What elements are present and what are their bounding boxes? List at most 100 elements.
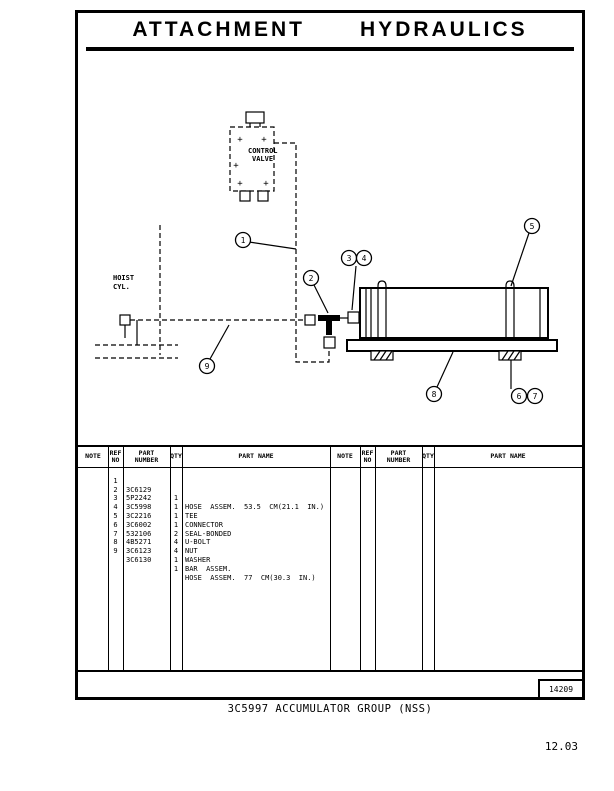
hose-1-line: [274, 142, 330, 363]
header-qty-left: QTY: [170, 452, 182, 461]
nut-washer-right: [498, 350, 522, 361]
header-title-hydraulics: HYDRAULICS: [360, 18, 528, 41]
callout-2: 2: [302, 269, 320, 287]
part-number-cell: 3C2216: [126, 511, 152, 520]
callout-2-leader: [313, 284, 329, 314]
table-column-divider: [330, 447, 331, 670]
table-column-divider: [434, 447, 435, 670]
mounting-bar: [346, 339, 558, 352]
parts-diagram: + + + + + CONTROL VALVE HOIST CYL.: [95, 111, 558, 405]
control-valve: + + + + +: [229, 111, 275, 202]
table-column-divider: [182, 447, 183, 670]
part-number-cell: 3C6129: [126, 485, 152, 494]
header-pn-line1: PART: [138, 448, 155, 457]
callout-7: 7: [526, 387, 544, 405]
callout-6: 6: [510, 387, 528, 405]
svg-text:+: +: [263, 179, 269, 189]
callout-4: 4: [355, 249, 373, 267]
part-number-cell: 3C6130: [126, 555, 152, 564]
svg-text:+: +: [237, 179, 243, 189]
part-name-cell: U-BOLT: [185, 538, 211, 547]
part-name-cell: WASHER: [185, 555, 211, 564]
header-note-left: NOTE: [85, 452, 101, 461]
header-part-number-left: PART NUMBER: [123, 447, 170, 467]
header-rule: [86, 47, 574, 51]
table-row: 1 3C6129 1 HOSE ASSEM. 53.5 CM(21.1 IN.): [78, 468, 582, 511]
control-valve-label-line1: CONTROL: [248, 147, 278, 155]
header-part-number-right: PART NUMBER: [375, 447, 422, 467]
svg-text:2: 2: [309, 274, 314, 283]
ref-no-cell: 6: [113, 520, 118, 529]
svg-text:+: +: [233, 161, 239, 171]
table-row: 5 3C6002 2 U-BOLT: [78, 503, 582, 546]
form-number: 14209: [548, 684, 574, 694]
table-header-rule: [78, 467, 582, 468]
tee-fitting: [318, 315, 340, 349]
callout-8-leader: [436, 351, 454, 388]
part-name-cell: NUT: [185, 547, 198, 556]
callout-3: 3: [340, 249, 358, 267]
callout-9: 9: [198, 357, 216, 375]
ref-no-cell: 9: [113, 547, 118, 556]
svg-text:6: 6: [517, 392, 522, 401]
page-header: ATTACHMENT HYDRAULICS: [78, 18, 582, 42]
hose-9-fitting-right: [304, 314, 316, 326]
table-column-divider: [170, 447, 171, 670]
hoist-label-line1: HOIST: [113, 274, 134, 282]
figure-caption: 3C5997 ACCUMULATOR GROUP (NSS): [227, 703, 433, 715]
form-number-box: 14209: [538, 679, 582, 697]
qty-cell: 1: [173, 494, 179, 503]
table-column-divider: [375, 447, 376, 670]
callout-3-4-leader: [351, 265, 357, 311]
svg-text:1: 1: [241, 236, 246, 245]
table-column-divider: [108, 447, 109, 670]
callout-5-leader: [510, 232, 530, 287]
part-name-cell: CONNECTOR: [185, 520, 223, 529]
part-name-cell: BAR ASSEM.: [185, 564, 232, 573]
callout-5: 5: [523, 217, 541, 235]
ref-no-cell: 4: [113, 503, 118, 512]
header-pn-line1: PART: [390, 448, 407, 457]
header-ref-left: REF NO: [108, 447, 123, 467]
svg-text:9: 9: [205, 362, 210, 371]
svg-text:3: 3: [347, 254, 352, 263]
page-number: 12.03: [544, 740, 578, 753]
part-name-cell: HOSE ASSEM. 77 CM(30.3 IN.): [185, 573, 316, 582]
header-title-attachment: ATTACHMENT: [132, 18, 306, 41]
hoist-label-line2: CYL.: [113, 283, 130, 291]
svg-text:7: 7: [533, 392, 538, 401]
callout-8: 8: [425, 385, 443, 403]
u-bolt-right: [505, 280, 515, 340]
svg-text:5: 5: [530, 222, 535, 231]
part-name-cell: HOSE ASSEM. 53.5 CM(21.1 IN.): [185, 503, 325, 512]
accumulator: [359, 287, 549, 339]
part-number-cell: 3C6002: [126, 520, 152, 529]
header-part-name-left: PART NAME: [238, 452, 274, 461]
hose-9-fitting-left: [119, 314, 131, 326]
header-ref-line1: REF: [361, 448, 374, 457]
part-number-cell: 4B5271: [126, 538, 152, 547]
part-number-cell: 5P2242: [126, 494, 152, 503]
ref-no-cell: 3: [113, 494, 118, 503]
part-number-cell: 532106: [126, 529, 152, 538]
table-row: 8 3C6123 1 BAR ASSEM.: [78, 530, 582, 572]
table-column-divider: [360, 447, 361, 670]
header-note-right: NOTE: [337, 452, 353, 461]
table-row: 9 3C6130 1 HOSE ASSEM. 77 CM(30.3 IN.): [78, 538, 582, 581]
ref-no-cell: 2: [113, 485, 118, 494]
part-name-cell: SEAL-BONDED: [185, 529, 232, 538]
control-valve-label-line2: VALVE: [252, 155, 273, 163]
table-rows: 1 3C6129 1 HOSE ASSEM. 53.5 CM(21.1 IN.)…: [78, 468, 582, 582]
callout-1: 1: [234, 231, 252, 249]
qty-cell: 1: [173, 503, 179, 512]
ref-no-cell: 7: [113, 529, 118, 538]
header-ref-line2: NO: [111, 456, 120, 464]
part-number-cell: 3C5998: [126, 503, 152, 512]
connector-fitting: [347, 311, 360, 324]
qty-cell: 4: [173, 538, 179, 547]
hoist-cylinder: [95, 225, 178, 359]
qty-cell: 1: [173, 564, 179, 573]
header-ref-line2: NO: [363, 456, 372, 464]
header-qty-right: QTY: [422, 452, 434, 461]
table-row: 7 4B5271 4 WASHER: [78, 521, 582, 564]
